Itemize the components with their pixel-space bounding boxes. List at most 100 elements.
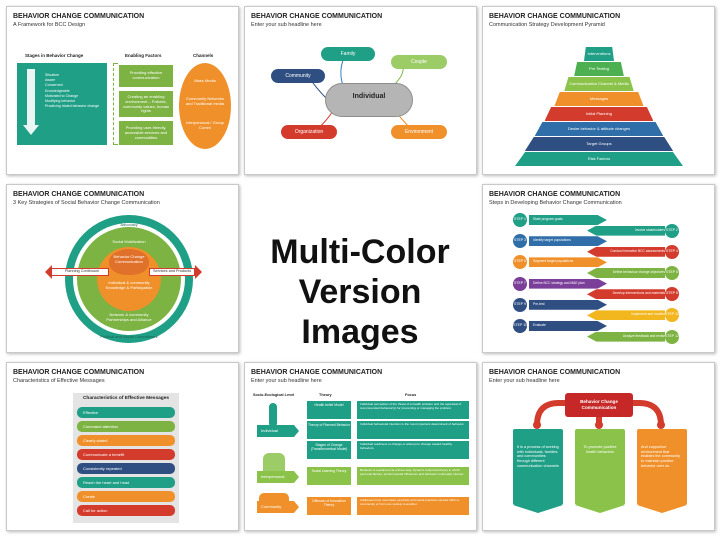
step-text: Segment target populations — [533, 259, 574, 264]
factor-box: Creating an enabling environment – Polic… — [119, 91, 173, 117]
slide-thumbnail-mindmap[interactable]: BEHAVIOR CHANGE COMMUNICATION Enter your… — [244, 6, 477, 175]
card-green-text: To promote positive health behaviors — [583, 445, 617, 454]
figure-silhouette-icon — [269, 403, 277, 425]
message-item: Command attention — [77, 421, 175, 432]
slide-subtitle: Steps in Developing Behavior Change Comm… — [489, 200, 622, 206]
step-badge: STEP 10 — [665, 308, 679, 323]
step-badge: STEP 4 — [665, 244, 679, 259]
step-bar — [587, 289, 665, 300]
slide-subtitle: A Framework for BCC Design — [13, 22, 86, 28]
message-item: Consistently repeated — [77, 463, 175, 474]
step-bar — [587, 268, 665, 278]
message-item: Communicate a benefit — [77, 449, 175, 460]
step-badge: STEP 5 — [513, 255, 527, 270]
step-badge: STEP 8 — [665, 287, 679, 302]
hub-box — [565, 393, 633, 417]
mindmap-node-environment: Environment — [391, 125, 447, 139]
pyramid-level: Risk Factors — [515, 152, 683, 166]
pyramid-level: Target Groups — [524, 137, 674, 151]
mindmap-node-family: Family — [321, 47, 375, 61]
center-heading-line2: Version Images — [298, 273, 422, 351]
focus-cell: Addresses how new ideas, products and so… — [357, 497, 469, 515]
column-header: Stages in Behavior Change — [25, 53, 84, 58]
step-badge: STEP 7 — [513, 276, 527, 291]
arrow-right-head — [195, 265, 202, 279]
focus-cell: Behavior is explained via a three-way, d… — [357, 467, 469, 485]
stage-arrow — [27, 69, 35, 125]
level-cell: Community — [257, 501, 299, 513]
arrow-right-label: Services and Products — [153, 269, 191, 273]
step-bar — [529, 257, 607, 268]
stage-item: Modifying behavior — [45, 99, 76, 104]
step-badge: STEP 11 — [513, 319, 527, 333]
step-badge: STEP 6 — [665, 266, 679, 280]
message-item: Clearly stated — [77, 435, 175, 446]
slide-title: BEHAVIOR CHANGE COMMUNICATION — [13, 13, 145, 20]
step-bar — [529, 321, 607, 331]
slide-subtitle: Communication Strategy Development Pyram… — [489, 22, 605, 28]
step-text: Implement and monitor — [631, 312, 665, 317]
step-bar — [587, 310, 665, 321]
slide-subtitle: Enter your sub headline here — [251, 22, 322, 28]
slide-title: BEHAVIOR CHANGE COMMUNICATION — [13, 191, 145, 198]
step-bar — [587, 331, 665, 342]
channel-item: Community Networks and Traditional media — [185, 96, 225, 106]
slide-thumbnail-steps[interactable]: BEHAVIOR CHANGE COMMUNICATION Steps in D… — [482, 184, 715, 353]
ring-outer-label-bottom: Political and Social Commitment — [100, 334, 158, 339]
level-cell: Individual — [257, 425, 299, 437]
channel-item: Mass Media — [194, 78, 216, 83]
center-heading-line1: Multi-Color — [270, 233, 450, 271]
slide-thumbnail-framework[interactable]: BEHAVIOR CHANGE COMMUNICATION A Framewor… — [6, 6, 239, 175]
slide-thumbnail-hub[interactable]: BEHAVIOR CHANGE COMMUNICATION Enter your… — [482, 362, 715, 531]
table-header: Socio-Ecological Level — [253, 393, 295, 397]
slide-thumbnail-theory-table[interactable]: BEHAVIOR CHANGE COMMUNICATION Enter your… — [244, 362, 477, 531]
stage-item: Knowledgeable — [45, 88, 70, 93]
slide-thumbnail-pyramid[interactable]: BEHAVIOR CHANGE COMMUNICATION Communicat… — [482, 6, 715, 175]
card-green — [575, 429, 625, 505]
step-badge: STEP 3 — [513, 234, 527, 249]
theory-cell: Stages of Change (Transtheoretical Model… — [307, 441, 351, 459]
theory-cell: Diffusion of Innovation Theory — [307, 497, 351, 515]
step-text: Define behaviour change objectives — [612, 270, 665, 274]
slide-title: BEHAVIOR CHANGE COMMUNICATION — [13, 369, 145, 376]
theory-cell: Health belief Model — [307, 401, 351, 419]
arrow-left-head — [45, 265, 52, 279]
factor-box: Providing user-friendly, accessible serv… — [119, 121, 173, 145]
step-text: Define BCC strategy and M&E plan — [533, 280, 585, 285]
stage-item: Situation — [45, 73, 59, 77]
step-text: Involve stakeholders — [634, 227, 665, 232]
arrow-right — [149, 268, 195, 276]
theory-cell: Social Learning Theory — [307, 467, 351, 485]
step-text: State program goals — [533, 217, 563, 221]
stage-item: Motivated to Change — [45, 93, 79, 98]
focus-cell: Individual readiness to change or attemp… — [357, 441, 469, 459]
step-bar — [587, 246, 665, 257]
step-bar — [529, 215, 607, 225]
ring-mid-label-top: Social Mobilization — [112, 239, 146, 244]
slide-thumbnail-messages[interactable]: BEHAVIOR CHANGE COMMUNICATION Characteri… — [6, 362, 239, 531]
stage-item: Aware — [45, 78, 56, 83]
stages-list: Situation Aware Concerned Knowledgeable … — [45, 73, 103, 109]
step-text: Evaluate — [533, 323, 546, 327]
focus-cell: Individual perception of the threat of a… — [357, 401, 469, 419]
step-bar — [529, 278, 607, 289]
stage-arrow-head — [23, 125, 39, 135]
mindmap-center — [325, 83, 413, 117]
slide-subtitle: Enter your sub headline here — [251, 378, 322, 384]
mindmap-node-community: Community — [271, 69, 325, 83]
stage-item: Practicing trialed behavior change — [45, 104, 100, 109]
slide-title: BEHAVIOR CHANGE COMMUNICATION — [251, 13, 383, 20]
step-badge: STEP 9 — [513, 297, 527, 312]
slide-title: BEHAVIOR CHANGE COMMUNICATION — [489, 369, 621, 376]
card-teal-text: It is a process of working with individu… — [517, 445, 559, 468]
pyramid-level: Pre Testing — [574, 62, 624, 76]
card-teal — [513, 429, 563, 505]
slide-thumbnail-strategies[interactable]: BEHAVIOR CHANGE COMMUNICATION 3 Key Stra… — [6, 184, 239, 353]
step-badge: STEP 12 — [665, 329, 679, 344]
crowd-silhouette-icon — [259, 493, 289, 503]
slide-subtitle: Characteristics of Effective Messages — [13, 378, 105, 384]
pyramid-level: Communication Channel & Media — [564, 77, 634, 91]
slide-title: BEHAVIOR CHANGE COMMUNICATION — [489, 191, 621, 198]
factors-bracket — [113, 63, 118, 145]
ring-outer-label-top: Advocacy — [120, 222, 138, 227]
